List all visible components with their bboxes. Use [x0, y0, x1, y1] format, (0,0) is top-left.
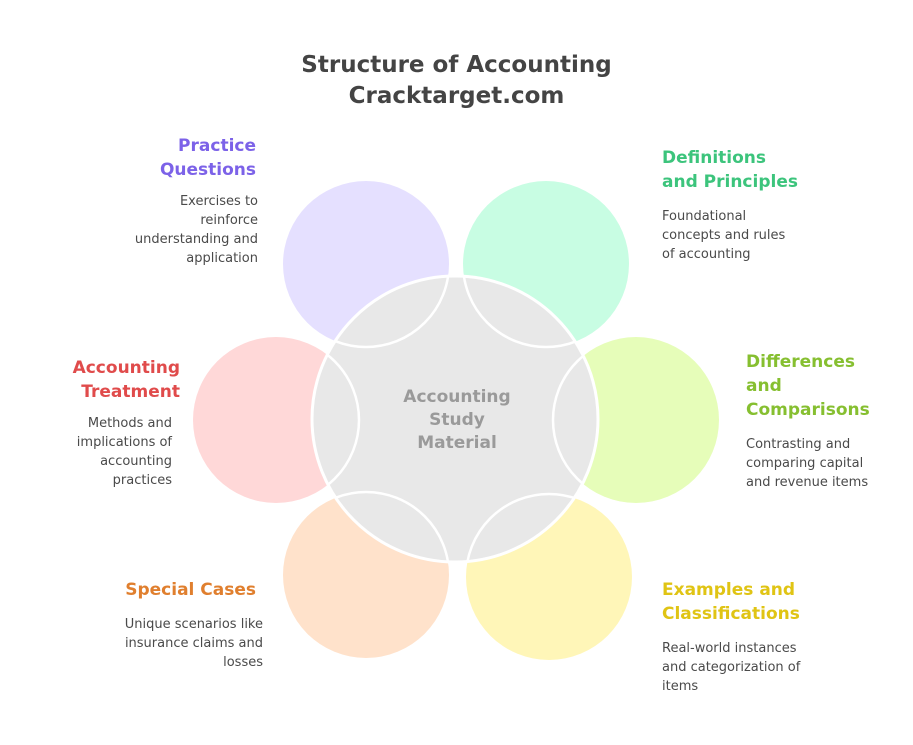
center-label-line-3: Material	[417, 433, 497, 453]
desc-line: losses	[223, 655, 263, 670]
segment-title-practice-questions: Practice Questions	[160, 134, 256, 182]
segment-desc-differences-and-comparisons: Contrasting and comparing capital and re…	[746, 435, 868, 492]
desc-line: insurance claims and	[124, 636, 263, 651]
segment-title-line: and	[746, 376, 782, 396]
title-line-2: Cracktarget.com	[348, 83, 565, 109]
desc-line: items	[662, 679, 699, 694]
desc-line: concepts and rules	[662, 228, 786, 243]
desc-line: Methods and	[87, 416, 172, 431]
center-label: Accounting Study Material	[377, 386, 537, 455]
center-label-line-1: Accounting	[403, 387, 511, 407]
desc-line: implications of	[76, 435, 172, 450]
overlap-arc-examples-and-classifications	[464, 492, 598, 562]
segment-desc-practice-questions: Exercises to reinforce understanding and…	[135, 192, 258, 268]
desc-line: accounting	[100, 454, 172, 469]
segment-title-line: Practice	[178, 136, 256, 156]
desc-line: of accounting	[662, 247, 751, 262]
overlap-arc-differences-and-comparisons	[551, 335, 598, 505]
desc-line: understanding and	[134, 232, 258, 247]
segment-title-special-cases: Special Cases	[125, 578, 256, 602]
segment-title-line: and Principles	[662, 172, 798, 192]
overlap-arc-special-cases	[312, 490, 451, 562]
segment-title-line: Examples and	[662, 580, 796, 600]
overlap-arc-accounting-treatment	[312, 335, 361, 505]
overlap-arc-practice-questions	[312, 276, 451, 349]
overlap-arc-definitions-and-principles	[461, 276, 598, 349]
segment-title-accounting-treatment: Accounting Treatment	[73, 356, 180, 404]
desc-line: comparing capital	[746, 456, 864, 471]
segment-desc-examples-and-classifications: Real-world instances and categorization …	[662, 639, 800, 696]
segment-title-differences-and-comparisons: Differences and Comparisons	[746, 350, 870, 422]
segment-title-line: Treatment	[81, 382, 180, 402]
segment-desc-special-cases: Unique scenarios like insurance claims a…	[125, 615, 263, 672]
desc-line: Exercises to	[179, 194, 258, 209]
desc-line: practices	[112, 473, 172, 488]
desc-line: application	[186, 251, 258, 266]
segment-title-line: Comparisons	[746, 400, 870, 420]
center-circle[interactable]	[310, 274, 600, 564]
desc-line: and categorization of	[662, 660, 801, 675]
segment-title-line: Accounting	[72, 358, 180, 378]
segment-desc-accounting-treatment: Methods and implications of accounting p…	[77, 414, 172, 490]
segment-title-line: Definitions	[662, 148, 767, 168]
desc-line: Foundational	[662, 209, 747, 224]
segment-desc-definitions-and-principles: Foundational concepts and rules of accou…	[662, 207, 785, 264]
desc-line: Unique scenarios like	[124, 617, 263, 632]
desc-line: reinforce	[200, 213, 258, 228]
desc-line: Contrasting and	[746, 437, 851, 452]
desc-line: and revenue items	[746, 475, 869, 490]
title-line-1: Structure of Accounting	[301, 52, 612, 78]
segment-title-line: Questions	[159, 160, 256, 180]
segment-title-examples-and-classifications: Examples and Classifications	[662, 578, 800, 626]
center-label-line-2: Study	[429, 410, 485, 430]
desc-line: Real-world instances	[662, 641, 797, 656]
segment-title-line: Differences	[746, 352, 855, 372]
petal-circle-differences-and-comparisons[interactable]	[553, 337, 719, 503]
segment-title-line: Special Cases	[125, 580, 256, 600]
segment-title-definitions-and-principles: Definitions and Principles	[662, 146, 798, 194]
segment-title-line: Classifications	[662, 604, 800, 624]
